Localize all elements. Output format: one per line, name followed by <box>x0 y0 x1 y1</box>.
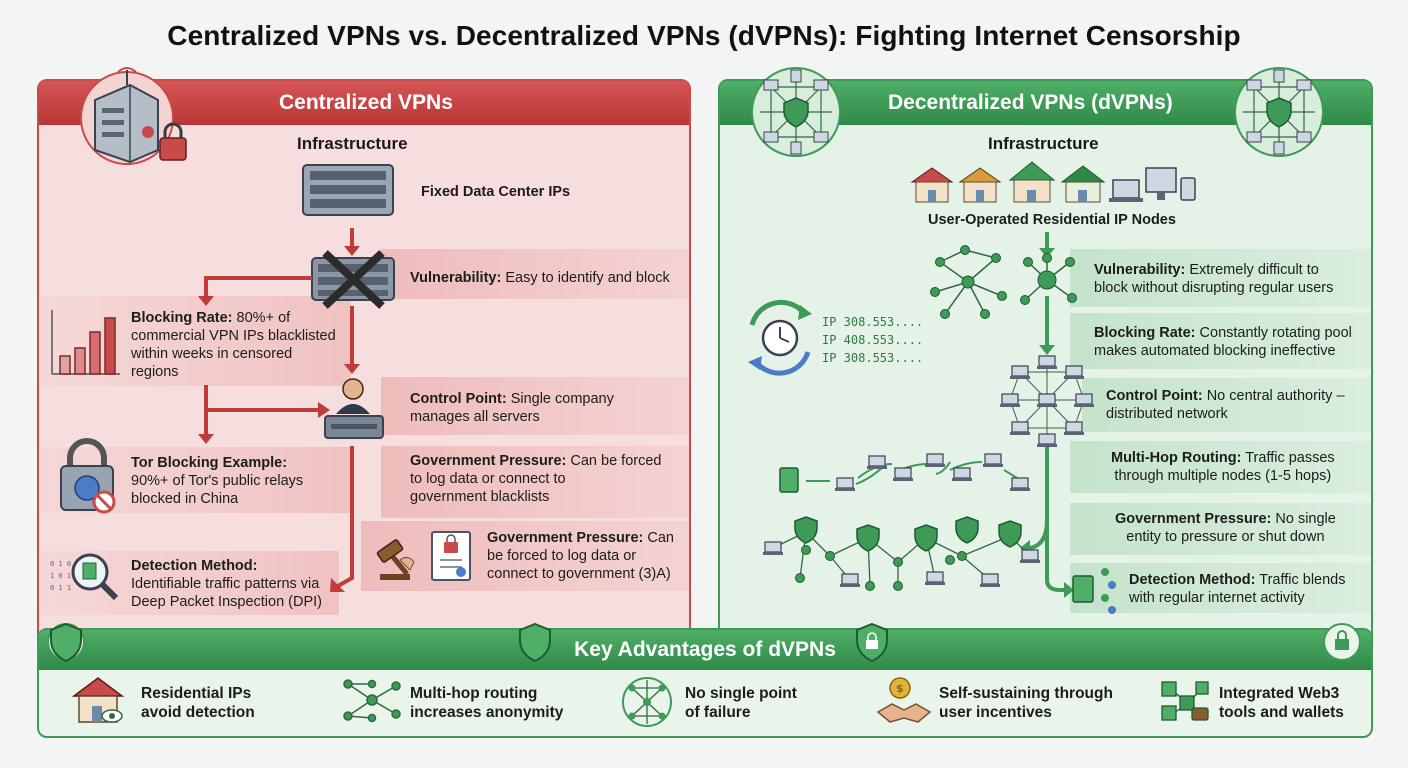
central-gov-pressure-1: Government Pressure: Can be forced to lo… <box>410 453 662 505</box>
page-title: Centralized VPNs vs. Decentralized VPNs … <box>167 20 1241 51</box>
tor-example: Tor Blocking Example: 90%+ of Tor's publ… <box>131 455 304 507</box>
decentralized-panel: Decentralized VPNs (dVPNs) Infrastructur… <box>718 79 1373 651</box>
central-vulnerability: Vulnerability: Easy to identify and bloc… <box>410 270 670 286</box>
central-blocking-rate: Blocking Rate: 80%+ of commercial VPN IP… <box>131 310 336 380</box>
dvpn-blocking-band <box>1070 313 1371 369</box>
gov-band-1 <box>381 446 689 518</box>
dvpn-vulnerability-band <box>1070 249 1371 307</box>
decentralized-header: Decentralized VPNs (dVPNs) <box>720 81 1371 125</box>
rotating-ip-2: IP 408.553.... <box>822 333 924 347</box>
dvpn-multihop-band <box>1070 441 1371 493</box>
fixed-ip-label: Fixed Data Center IPs <box>421 184 571 200</box>
rotating-ip-3: IP 308.553.... <box>822 351 924 365</box>
dvpn-multi-hop: Multi-Hop Routing: Traffic passes throug… <box>1111 450 1335 484</box>
dvpn-gov-band <box>1070 503 1371 555</box>
dvpn-control-point: Control Point: No central authority – di… <box>1106 388 1345 422</box>
gov-band-2 <box>361 521 689 591</box>
centralized-header: Centralized VPNs <box>39 81 689 125</box>
centralized-panel: Centralized VPNs Infrastructure Fixed Da… <box>37 79 691 651</box>
dvpn-gov-pressure: Government Pressure: No single entity to… <box>1115 511 1336 545</box>
central-detection: Detection Method: Identifiable traffic p… <box>131 558 323 610</box>
centralized-header-text: Centralized VPNs <box>279 91 453 114</box>
decentralized-header-text: Decentralized VPNs (dVPNs) <box>888 91 1173 114</box>
dvpn-detection: Detection Method: Traffic blends with re… <box>1129 572 1346 606</box>
control-band <box>381 377 689 435</box>
central-control-point: Control Point: Single company manages al… <box>410 391 614 425</box>
dvpn-control-band <box>1082 378 1371 432</box>
rotating-ip-1: IP 308.553.... <box>822 315 924 329</box>
residential-nodes-label: User-Operated Residential IP Nodes <box>928 212 1176 228</box>
key-advantages-header <box>39 630 1371 670</box>
decentralized-infra-title: Infrastructure <box>988 134 1099 153</box>
central-gov-pressure-2: Government Pressure: Can be forced to lo… <box>487 530 674 582</box>
dvpn-detection-band <box>1070 563 1371 613</box>
centralized-infra-title: Infrastructure <box>297 134 408 153</box>
vulnerability-band <box>381 249 689 299</box>
key-advantages-title: Key Advantages of dVPNs <box>574 638 836 661</box>
dvpn-blocking-rate: Blocking Rate: Constantly rotating pool … <box>1094 325 1352 359</box>
dvpn-vulnerability: Vulnerability: Extremely difficult to bl… <box>1094 262 1334 296</box>
